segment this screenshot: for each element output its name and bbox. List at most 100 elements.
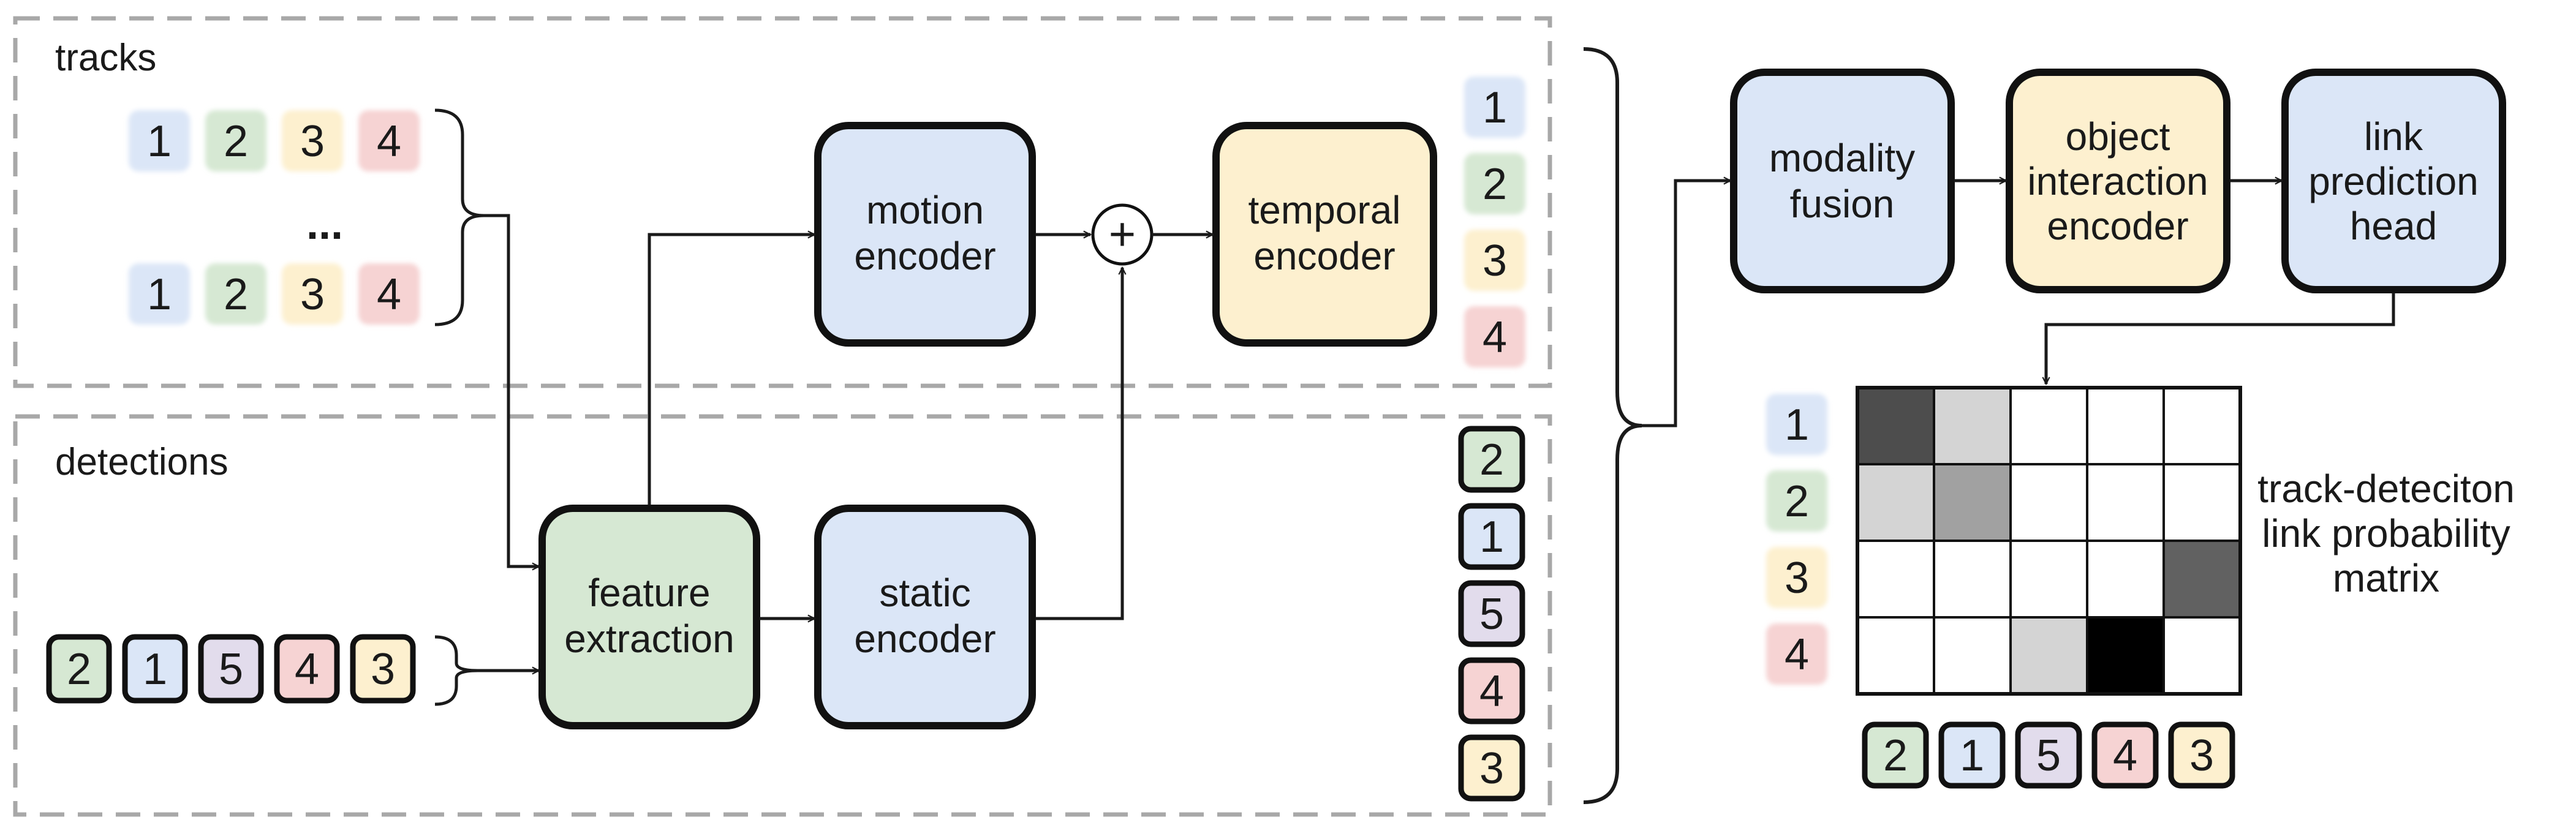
track-brace — [434, 108, 485, 326]
matrix-cell-r1-c5 — [2162, 386, 2242, 465]
matrix-cell-r4-c1 — [1856, 616, 1935, 695]
svg-text:fusion: fusion — [1790, 182, 1895, 226]
matrix-cell-r2-c2 — [1933, 463, 2012, 542]
track-chip-4: 4 — [358, 110, 420, 171]
matrix-row-label-2: 2 — [1766, 470, 1827, 532]
tracks-section-frame — [13, 16, 1552, 388]
svg-text:+: + — [1109, 208, 1136, 260]
matrix-cell-r2-c1 — [1856, 463, 1935, 542]
detection-chip-2-label: 2 — [67, 645, 91, 694]
matrix-caption: track-deteciton link probability matrix — [2257, 467, 2515, 600]
track-embedding-2: 2 — [1464, 153, 1525, 214]
matrix-col-label-3-label: 3 — [2189, 731, 2214, 780]
detection-chip-1: 1 — [122, 634, 188, 704]
arrow-static-to-sum — [1035, 268, 1122, 620]
connectors — [478, 181, 2395, 671]
track-chip-1-label: 1 — [147, 117, 172, 166]
svg-text:extraction: extraction — [564, 617, 734, 661]
matrix-cell-r1-c4 — [2086, 386, 2165, 465]
arrow-head-to-matrix — [2046, 293, 2395, 384]
tracks-section-label: tracks — [55, 37, 156, 79]
svg-text:object: object — [2066, 115, 2170, 159]
track-embedding-1-label: 1 — [1483, 83, 1507, 132]
detection-embedding-3: 3 — [1458, 734, 1525, 802]
svg-text:temporal: temporal — [1248, 188, 1401, 232]
matrix-row-label-2-label: 2 — [1785, 477, 1809, 526]
matrix-cell-r4-c2 — [1933, 616, 2012, 695]
track-embedding-4: 4 — [1464, 306, 1525, 367]
track-chip-3-label: 3 — [300, 117, 325, 166]
track-embedding-2-label: 2 — [1483, 160, 1507, 209]
matrix-col-label-2: 2 — [1862, 721, 1929, 789]
matrix-col-label-1: 1 — [1938, 721, 2006, 789]
matrix-cell-r4-c5 — [2162, 616, 2242, 695]
arrow-brace-to-fusion — [1642, 181, 1731, 427]
svg-text:track-deteciton: track-deteciton — [2257, 467, 2515, 511]
detection-chip-4: 4 — [274, 634, 340, 704]
track-chip-3: 3 — [282, 263, 343, 325]
svg-text:prediction: prediction — [2308, 159, 2479, 203]
svg-text:encoder: encoder — [854, 617, 995, 661]
track-embedding-4-label: 4 — [1483, 313, 1507, 362]
detection-chip-1-label: 1 — [143, 645, 167, 694]
track-chip-1-label: 1 — [147, 270, 172, 319]
svg-text:interaction: interaction — [2027, 159, 2208, 203]
matrix-col-label-2-label: 2 — [1883, 731, 1908, 780]
svg-text:encoder: encoder — [2047, 204, 2188, 248]
matrix-cell-r3-c3 — [2009, 540, 2088, 619]
matrix-row-label-3-label: 3 — [1785, 554, 1809, 603]
feature-extraction-block: feature extraction — [538, 505, 760, 729]
big-brace — [1583, 47, 1642, 804]
matrix-border — [1856, 386, 2242, 696]
track-chip-1: 1 — [129, 263, 190, 325]
matrix-row-label-4-label: 4 — [1785, 630, 1809, 679]
track-row-top: 1 2 3 4 — [129, 110, 420, 171]
arrow-feature-to-motion — [648, 235, 815, 505]
track-embeddings-column: 1 2 3 4 — [1464, 77, 1525, 367]
arrow-tracks-to-feature — [484, 214, 539, 566]
matrix-row-label-1: 1 — [1766, 394, 1827, 455]
matrix-col-label-5: 5 — [2015, 721, 2082, 789]
svg-text:encoder: encoder — [854, 234, 995, 278]
link-probability-matrix — [1856, 386, 2242, 696]
track-chip-4: 4 — [358, 263, 420, 325]
matrix-cell-r3-c1 — [1856, 540, 1935, 619]
detections-section-label: detections — [55, 441, 229, 483]
sum-junction: + — [1091, 203, 1154, 266]
track-chip-2-label: 2 — [224, 270, 248, 319]
matrix-cell-r3-c5 — [2162, 540, 2242, 619]
detection-chip-3: 3 — [350, 634, 416, 704]
track-embedding-3-label: 3 — [1483, 236, 1507, 285]
detection-chip-4-label: 4 — [295, 645, 319, 694]
matrix-col-label-5-label: 5 — [2036, 731, 2061, 780]
matrix-cell-r2-c3 — [2009, 463, 2088, 542]
object-interaction-encoder-block: object interaction encoder — [2006, 69, 2230, 293]
track-chip-2: 2 — [205, 263, 266, 325]
detection-embedding-4-label: 4 — [1479, 667, 1504, 716]
track-embedding-1: 1 — [1464, 77, 1525, 138]
matrix-row-label-3: 3 — [1766, 547, 1827, 608]
detection-brace — [434, 635, 478, 706]
matrix-cell-r3-c2 — [1933, 540, 2012, 619]
track-chip-4-label: 4 — [377, 117, 401, 166]
motion-encoder-block: motion encoder — [814, 122, 1036, 347]
detection-chip-2: 2 — [46, 634, 112, 704]
svg-text:encoder: encoder — [1253, 234, 1395, 278]
track-chip-2-label: 2 — [224, 117, 248, 166]
matrix-cell-r4-c3 — [2009, 616, 2088, 695]
detection-embedding-4: 4 — [1458, 657, 1525, 724]
matrix-cell-r2-c4 — [2086, 463, 2165, 542]
svg-text:link probability: link probability — [2262, 511, 2510, 555]
matrix-row-label-1-label: 1 — [1785, 401, 1809, 450]
matrix-row-label-4: 4 — [1766, 623, 1827, 685]
detection-embedding-1: 1 — [1458, 503, 1525, 570]
matrix-cell-r1-c3 — [2009, 386, 2088, 465]
temporal-encoder-block: temporal encoder — [1212, 122, 1437, 347]
matrix-cell-r4-c4 — [2086, 616, 2165, 695]
detection-chip-5-label: 5 — [219, 645, 243, 694]
